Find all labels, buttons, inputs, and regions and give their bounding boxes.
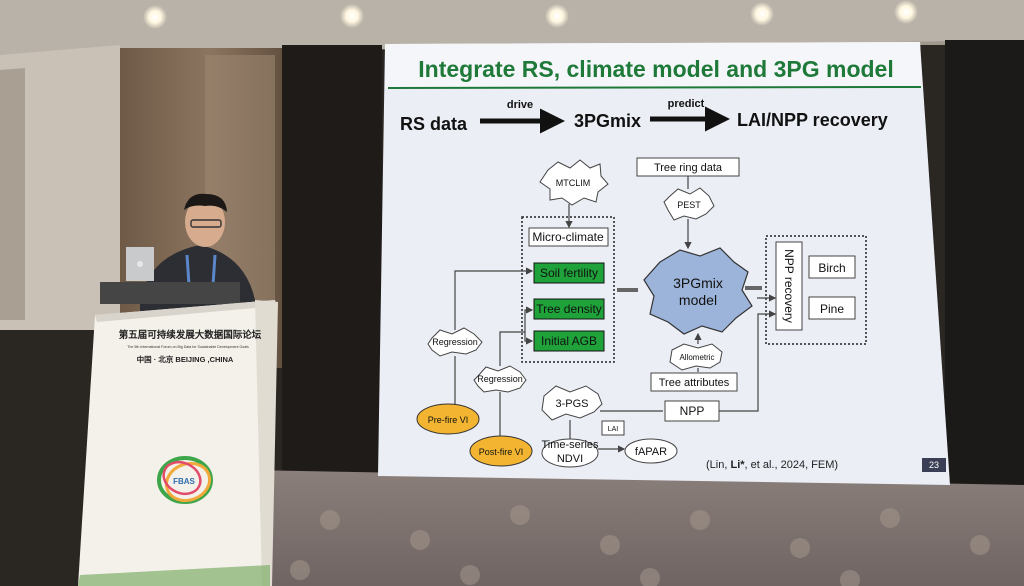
pre-fire-vi-node (416, 403, 480, 435)
flow-predict-label: predict (668, 98, 705, 110)
podium-location: 中国 · 北京 BEIJING ,CHINA (137, 354, 234, 364)
mtclim-node (539, 159, 609, 206)
label-pre-fire-vi: Pre-fire VI (428, 415, 469, 425)
regression-node-2 (473, 365, 527, 393)
citation-post: , et al., 2024, FEM) (745, 459, 839, 471)
page-number-badge (922, 458, 946, 472)
three-pgs-node (541, 385, 603, 421)
birch-box (808, 255, 856, 279)
label-model-2: model (679, 292, 717, 308)
model-node (643, 247, 753, 335)
podium-subtitle: The 5th International Forum on Big Data … (127, 345, 249, 349)
initial-agb-box (533, 330, 605, 352)
pine-box (808, 296, 856, 320)
diagram-labels: MTCLIM Tree ring data PEST Micro-climate… (428, 162, 846, 465)
label-micro-climate: Micro-climate (532, 230, 604, 244)
citation-author: Li* (730, 459, 745, 471)
label-time-series-1: Time-series (541, 439, 599, 451)
carpet-floor (250, 470, 1024, 586)
laptop (100, 247, 240, 304)
top-flow: RS data drive 3PGmix predict LAI/NPP rec… (400, 98, 888, 134)
tree-density-box (533, 298, 605, 320)
page-number: 23 (929, 460, 939, 470)
label-regression-2: Regression (477, 374, 523, 384)
label-mtclim: MTCLIM (556, 178, 591, 188)
projector-screen: Integrate RS, climate model and 3PG mode… (378, 42, 950, 485)
diagram-connectors (454, 176, 777, 453)
diagram (416, 157, 867, 468)
flow-target: LAI/NPP recovery (737, 110, 888, 130)
left-wall (0, 45, 120, 330)
flow-source: RS data (400, 114, 468, 134)
label-npp: NPP (680, 404, 705, 418)
label-pine: Pine (820, 302, 844, 316)
citation-pre: (Lin, (706, 459, 730, 471)
label-post-fire-vi: Post-fire VI (479, 447, 524, 457)
label-three-pgs: 3-PGS (555, 398, 588, 410)
label-initial-agb: Initial AGB (541, 334, 597, 348)
label-tree-density: Tree density (536, 302, 602, 316)
right-wall (945, 40, 1024, 485)
ceiling-lights (143, 0, 918, 29)
label-lai: LAI (608, 426, 619, 433)
label-birch: Birch (818, 261, 845, 275)
tree-attributes-box (650, 372, 738, 392)
soil-fertility-box (533, 262, 605, 284)
inputs-container (521, 216, 615, 363)
wall-edge (0, 68, 25, 320)
label-fapar: fAPAR (635, 446, 667, 458)
allometric-node (669, 343, 723, 371)
title-underline (387, 86, 922, 89)
label-model-1: 3PGmix (673, 275, 723, 291)
podium: 第五届可持续发展大数据国际论坛 The 5th International Fo… (78, 300, 278, 586)
flow-drive-label: drive (507, 99, 533, 111)
label-allometric: Allometric (679, 353, 714, 362)
lai-box (601, 420, 625, 436)
slide-title: Integrate RS, climate model and 3PG mode… (418, 56, 893, 82)
label-tree-ring: Tree ring data (654, 162, 723, 174)
label-time-series-2: NDVI (557, 453, 583, 465)
npp-recovery-box (775, 241, 803, 331)
output-container (765, 235, 867, 345)
label-soil-fertility: Soil fertility (540, 266, 598, 280)
carpet-pattern (290, 505, 990, 586)
regression-node-1 (427, 327, 483, 357)
post-fire-vi-node (469, 435, 533, 467)
pest-node (663, 187, 715, 221)
podium-title: 第五届可持续发展大数据国际论坛 (119, 329, 262, 341)
logo-text: FBAS (173, 477, 195, 486)
label-regression-1: Regression (432, 337, 478, 347)
fbas-logo: FBAS (157, 456, 213, 504)
dark-pillar (282, 45, 382, 475)
citation: (Lin, Li*, et al., 2024, FEM) (706, 459, 838, 471)
label-npp-recovery: NPP recovery (782, 249, 796, 323)
flow-model: 3PGmix (574, 111, 641, 131)
label-pest: PEST (677, 200, 701, 210)
label-tree-attributes: Tree attributes (659, 377, 730, 389)
